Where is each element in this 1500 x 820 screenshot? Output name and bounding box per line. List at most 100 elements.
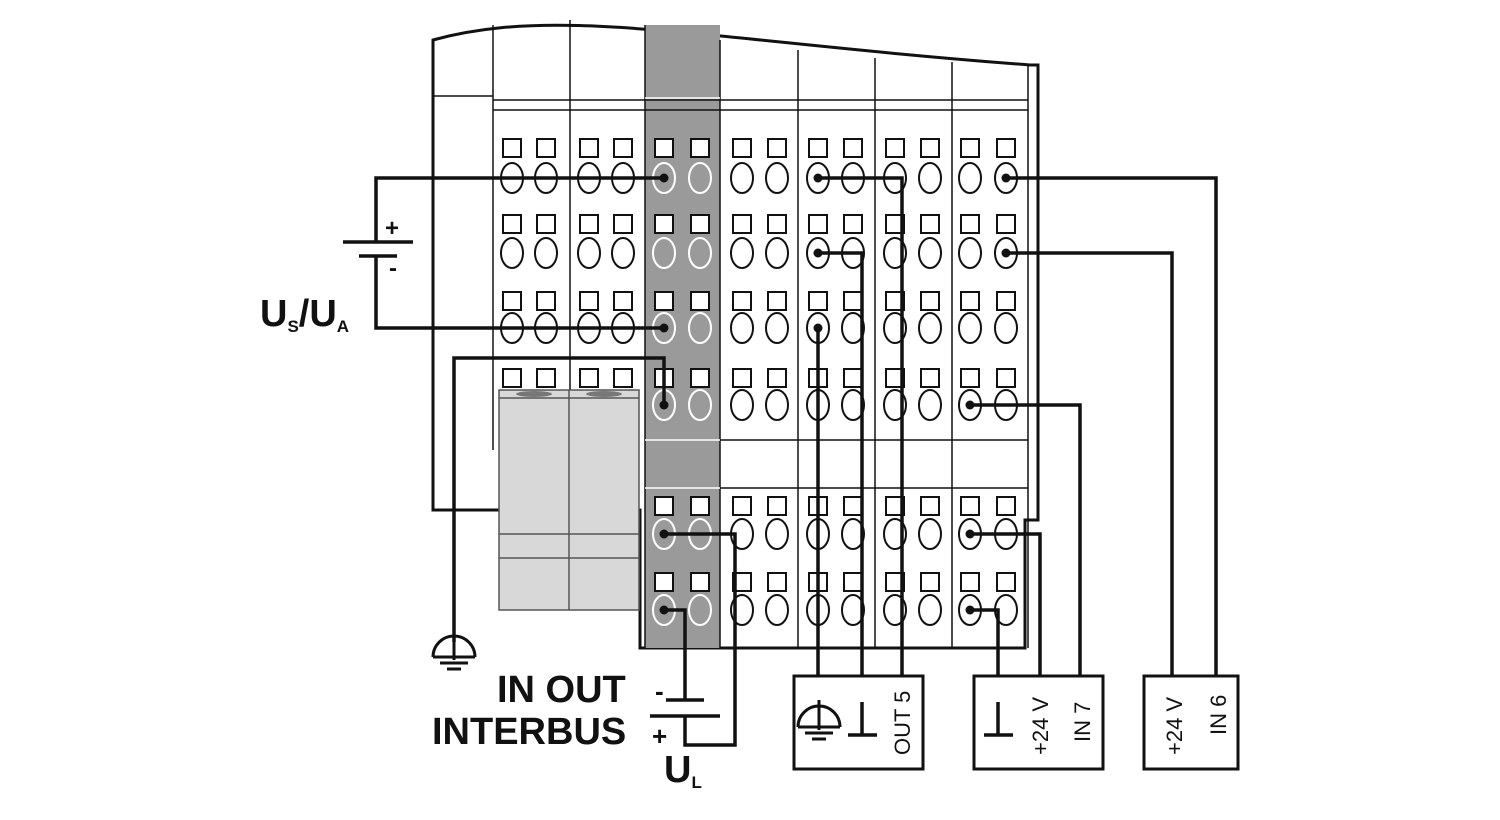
terminal-spring-opening [918,162,942,194]
module-dividers [433,20,1029,648]
terminal-spring-opening [688,594,712,626]
terminal-spring-opening [994,312,1018,344]
terminal-release-square [996,214,1016,234]
terminal-spring-opening [841,518,865,550]
terminal-release-square [885,291,905,311]
terminal-spring-opening [765,518,789,550]
terminal-release-square [654,496,674,516]
terminal-release-square [579,368,599,388]
terminal-release-square [732,291,752,311]
terminal-release-square [808,214,828,234]
terminal-release-square [732,572,752,592]
terminal-release-square [579,138,599,158]
terminal-release-square [690,214,710,234]
terminal-spring-opening [918,237,942,269]
terminal-release-square [920,138,940,158]
terminal-release-square [654,572,674,592]
terminal-spring-opening [958,312,982,344]
terminal-release-square [920,291,940,311]
ground-symbol-icon [984,702,1013,737]
terminal-release-square [654,291,674,311]
supply-sub-a: A [337,317,349,336]
interbus-label: INTERBUS [432,711,626,753]
terminal-spring-opening [652,237,676,269]
terminal-release-square [767,138,787,158]
terminal-spring-opening [918,312,942,344]
terminal-release-square [843,291,863,311]
terminal-release-square [654,214,674,234]
terminal-release-square [579,214,599,234]
supply-plus-label: + [385,215,399,242]
supply-us-ua-label: US/UA [260,293,349,336]
terminal-spring-opening [765,312,789,344]
terminal-spring-opening [730,237,754,269]
terminal-release-square [502,138,522,158]
terminal-release-square [536,214,556,234]
ul-main: U [664,749,691,791]
terminal-spring-opening [534,237,558,269]
terminal-spring-opening [765,389,789,421]
terminal-spring-opening [765,162,789,194]
terminal-spring-opening [688,237,712,269]
supply-u-main: U [260,293,287,335]
terminal-release-square [960,496,980,516]
terminal-release-square [732,368,752,388]
terminal-spring-opening [918,594,942,626]
terminal-release-square [767,291,787,311]
terminal-release-square [843,138,863,158]
ul-label: UL [664,749,702,792]
sensor-box-in6 [1142,674,1240,771]
terminal-release-square [920,214,940,234]
terminal-release-square [536,138,556,158]
terminal-release-square [767,368,787,388]
terminal-release-square [996,496,1016,516]
terminal-release-square [502,368,522,388]
terminal-release-square [885,214,905,234]
box3-label-24v: +24 V [1162,697,1187,755]
terminal-release-square [536,291,556,311]
terminal-release-square [690,138,710,158]
terminal-spring-opening [577,237,601,269]
terminal-release-square [767,496,787,516]
terminal-spring-opening [841,389,865,421]
terminal-spring-opening [730,162,754,194]
terminal-spring-opening [730,312,754,344]
functional-earth-icon [796,700,842,741]
terminal-spring-opening [841,594,865,626]
terminal-release-square [960,214,980,234]
plug-connector [498,389,640,611]
wires [374,176,1218,747]
terminal-release-square [843,496,863,516]
terminal-release-square [690,496,710,516]
terminal-release-square [996,368,1016,388]
terminal-release-square [960,368,980,388]
supply-minus-label: - [389,255,397,282]
terminal-release-square [579,291,599,311]
terminal-release-square [920,572,940,592]
supply-sub-s: S [287,317,298,336]
terminal-release-square [885,496,905,516]
terminal-release-square [960,291,980,311]
sensor-box-out5 [792,674,925,771]
terminal-release-square [654,138,674,158]
terminal-release-square [843,572,863,592]
terminal-release-square [732,496,752,516]
terminal-release-square [502,214,522,234]
terminal-release-square [996,572,1016,592]
terminal-release-square [920,368,940,388]
ground-symbol-icon [848,702,877,737]
logic-minus-label: - [655,676,664,706]
terminal-release-square [690,572,710,592]
terminal-release-square [690,291,710,311]
terminal-spring-opening [918,518,942,550]
terminal-spring-opening [688,312,712,344]
terminal-spring-opening [918,389,942,421]
wire-endpoints [659,173,1011,615]
terminal-spring-opening [958,162,982,194]
terminal-spring-opening [765,237,789,269]
terminal-release-square [613,138,633,158]
box1-label-out5: OUT 5 [890,691,915,755]
terminal-release-square [613,291,633,311]
terminal-release-square [808,138,828,158]
terminal-release-square [885,138,905,158]
